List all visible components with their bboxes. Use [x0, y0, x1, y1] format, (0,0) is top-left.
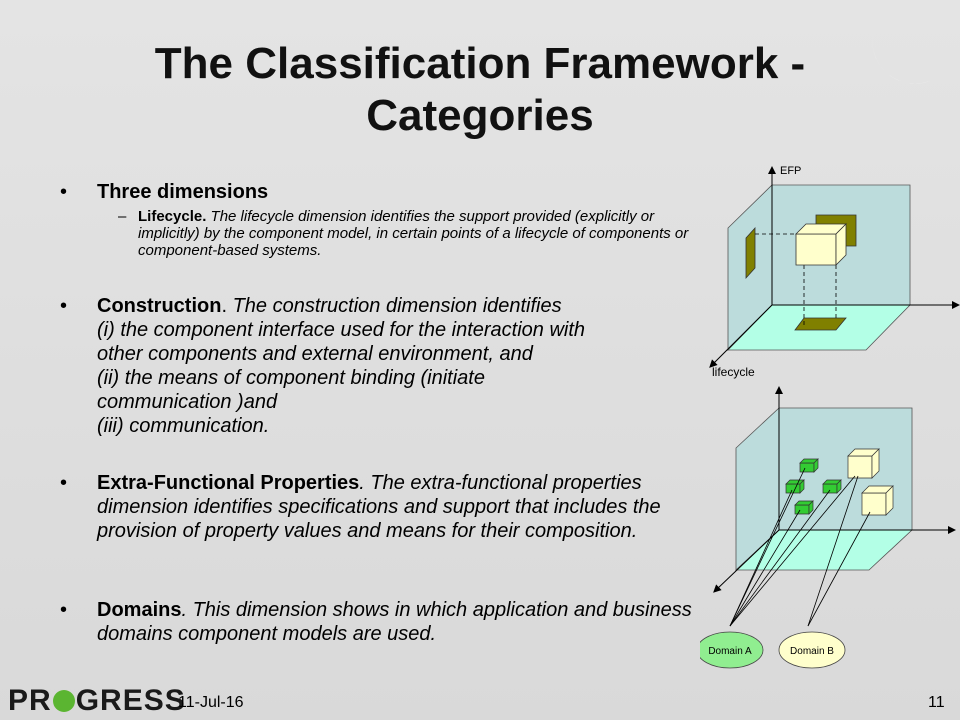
slide-title-line1: The Classification Framework - [154, 39, 806, 88]
efp-axis-label: EFP [780, 165, 801, 177]
yellow-component [847, 448, 880, 479]
lifecycle-axis [709, 304, 773, 368]
domains-cube [713, 386, 956, 627]
sub-bullet-dash: – [118, 208, 127, 225]
domain-b-label: Domain B [790, 646, 834, 657]
efp-lifecycle-cube: EFP lifecycle [709, 165, 960, 379]
footer-date: 11-Jul-16 [178, 694, 244, 711]
bullet-text: . The extra-functional properties dimens… [97, 472, 661, 542]
bullet-dot: • [60, 472, 68, 494]
green-component [794, 500, 814, 515]
domain-b-node: Domain B [778, 631, 846, 669]
bullet-dot: • [60, 181, 68, 203]
green-component [785, 479, 805, 494]
green-component [822, 479, 842, 494]
domain-a-node: Domain A [700, 631, 764, 669]
green-component [799, 458, 819, 473]
bullet-lead: Construction [97, 295, 222, 317]
bullet-lead: Three dimensions [97, 181, 269, 203]
dimensions-diagram: EFP lifecycle [700, 165, 960, 669]
sub-bullet-lead: Lifecycle. [138, 208, 207, 225]
yellow-component [861, 485, 894, 516]
lifecycle-axis-label: lifecycle [712, 365, 755, 379]
bullet-list: • Three dimensions – Lifecycle. The life… [60, 181, 692, 645]
slide-title: The Classification Framework - Categorie… [60, 38, 900, 142]
bullet-dot: • [60, 295, 68, 317]
domain-links [729, 467, 871, 627]
bullet-text: . This dimension shows in which applicat… [97, 599, 692, 645]
slide-title-line2: Categories [366, 91, 594, 140]
bullet-dot: • [60, 599, 68, 621]
depth-axis [713, 529, 780, 593]
bullet-lead: Domains [97, 599, 182, 621]
floor-projection [794, 317, 847, 331]
bullet-lead: Extra-Functional Properties [97, 472, 360, 494]
sub-bullet-text: The lifecycle dimension identifies the s… [138, 208, 689, 259]
domain-a-label: Domain A [708, 646, 752, 657]
page-number: 11 [928, 694, 945, 711]
component-cube [795, 223, 847, 266]
logo-circle-icon [52, 690, 75, 712]
side-projection [745, 226, 756, 280]
